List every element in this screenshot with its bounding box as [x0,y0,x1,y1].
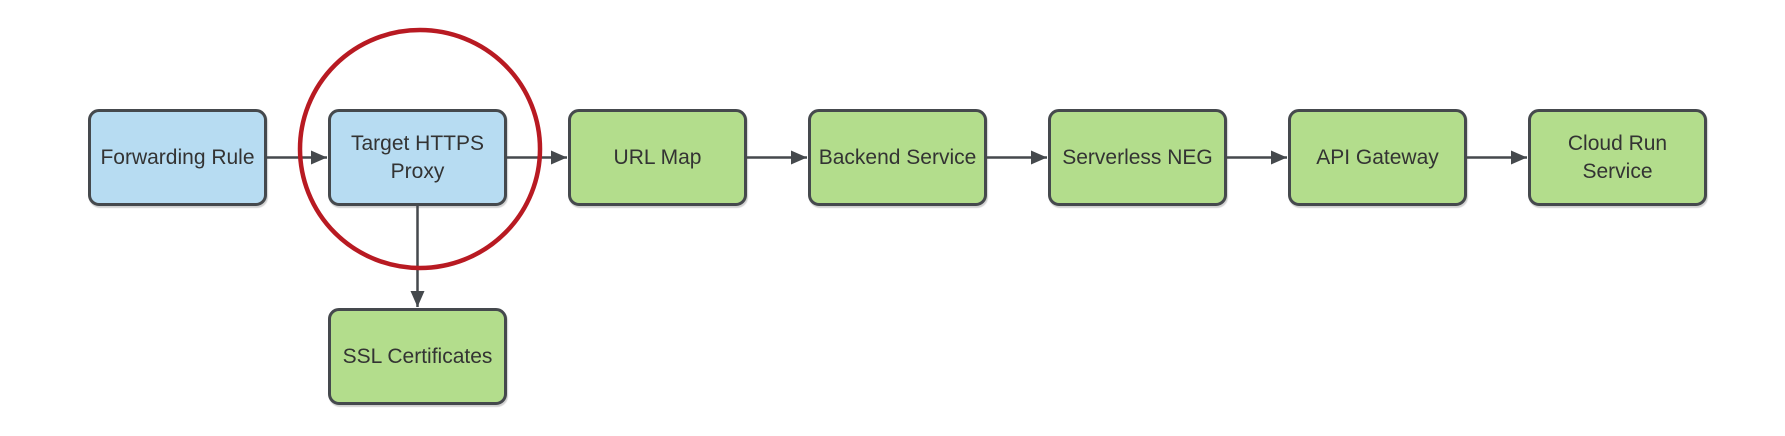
node-label-line: API Gateway [1316,145,1439,169]
node-label-line: Service [1582,159,1653,183]
node-api-gateway: API Gateway [1288,109,1467,206]
node-url-map: URL Map [568,109,747,206]
node-serverless-neg: Serverless NEG [1048,109,1227,206]
node-backend-service: Backend Service [808,109,987,206]
node-label-line: Proxy [390,159,445,183]
node-label-line: Cloud Run [1567,132,1668,156]
node-label-line: SSL Certificates [342,344,493,368]
node-label-line: URL Map [613,145,702,169]
node-label-line: Target HTTPS [350,132,485,156]
node-label-line: Forwarding Rule [100,145,255,169]
node-label-line: Backend Service [818,145,977,169]
node-label-line: Serverless NEG [1062,145,1213,169]
node-target-https-proxy: Target HTTPS Proxy [328,109,507,206]
node-ssl-certificates: SSL Certificates [328,308,507,405]
node-forwarding-rule: Forwarding Rule [88,109,267,206]
